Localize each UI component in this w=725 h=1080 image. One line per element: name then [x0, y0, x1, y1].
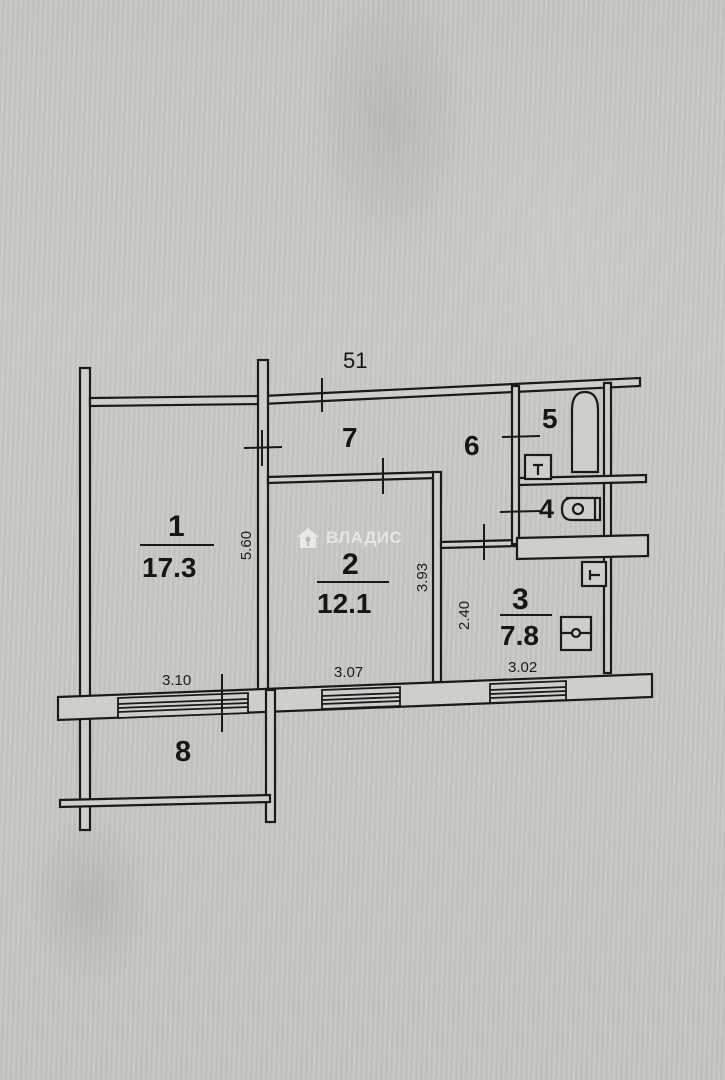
- room-1-height-dim: 5.60: [238, 530, 256, 561]
- door-marks: [221, 378, 541, 732]
- stove-icon: [559, 615, 593, 652]
- room-4-number: 4: [539, 494, 555, 524]
- room-1-fraction-line: [140, 544, 214, 546]
- room-2-number: 2: [342, 548, 359, 581]
- room-3-number: 3: [512, 583, 529, 616]
- room-3-height-dim: 2.40: [456, 600, 474, 631]
- room-2-height-dim: 3.93: [414, 562, 432, 593]
- total-area-label: 51: [343, 348, 368, 373]
- watermark: ВЛАДИС: [296, 527, 402, 549]
- room-3-area: 7.8: [500, 620, 539, 651]
- room-1-number: 1: [168, 510, 185, 543]
- room-1-width-dim: 3.10: [162, 672, 192, 689]
- sink-icon: [523, 453, 553, 481]
- room-1-area: 17.3: [142, 552, 197, 583]
- room-7-number: 7: [342, 422, 358, 453]
- room-5-number: 5: [542, 403, 558, 434]
- watermark-text: ВЛАДИС: [326, 528, 403, 547]
- room-2-area: 12.1: [317, 588, 372, 619]
- room-3-width-dim: 3.02: [508, 659, 538, 676]
- house-key-icon: [297, 528, 319, 548]
- windows: [117, 680, 567, 719]
- toilet-icon: [560, 496, 602, 522]
- room-2-fraction-line: [317, 581, 389, 583]
- room-6-number: 6: [464, 430, 480, 461]
- room-8-number: 8: [175, 736, 192, 768]
- kitchen-sink-icon: [580, 560, 608, 588]
- room-2-width-dim: 3.07: [334, 664, 364, 681]
- bathtub-icon: [570, 390, 600, 474]
- room-3-fraction-line: [500, 614, 552, 616]
